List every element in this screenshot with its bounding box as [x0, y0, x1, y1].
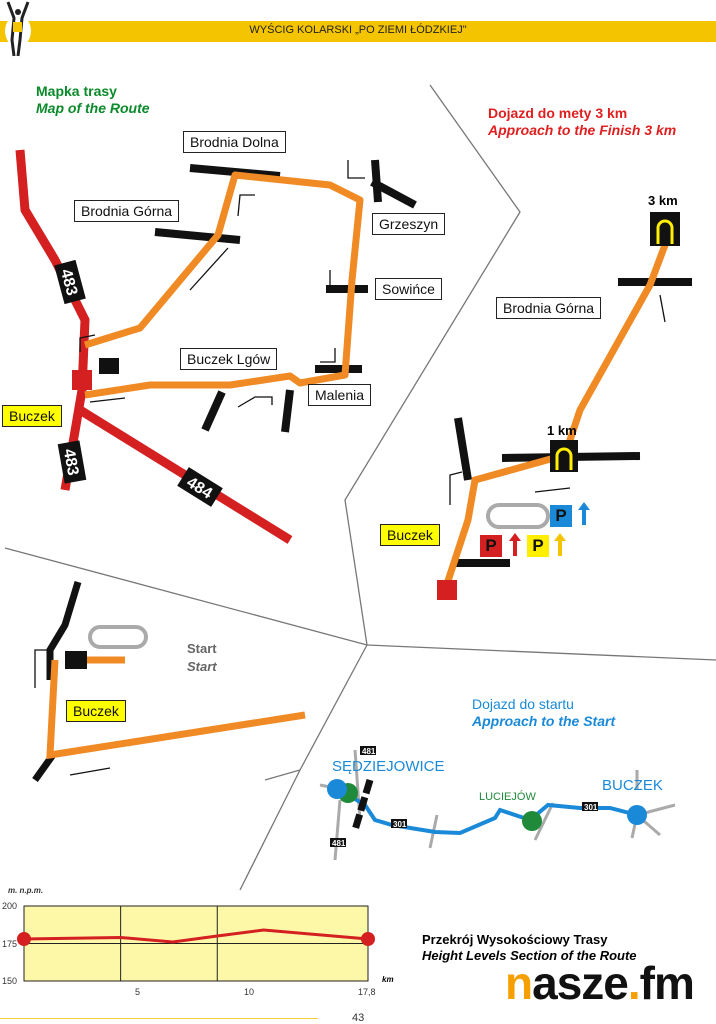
chart-xlabel: km — [382, 975, 394, 984]
place-sowince: Sowińce — [375, 278, 442, 300]
elevation-line — [23, 928, 369, 944]
x-tick-17-8: 17,8 — [358, 987, 376, 997]
town-sedziejowice: SĘDZIEJOWICE — [332, 758, 445, 775]
road-481: 481 — [362, 747, 376, 756]
profile-title-pl: Przekrój Wysokościowy Trasy — [422, 932, 608, 947]
start-place-buczek: Buczek — [66, 700, 126, 722]
place-brodnia-dolna: Brodnia Dolna — [183, 131, 286, 153]
elevation-chart — [17, 905, 375, 982]
y-tick-200: 200 — [2, 901, 18, 911]
start-title-en: Start — [187, 659, 217, 674]
chart-ylabel: m. n.p.m. — [8, 886, 44, 895]
approach-title-pl: Dojazd do startu — [472, 696, 574, 712]
finish-title-en: Approach to the Finish 3 km — [488, 122, 677, 138]
nasze-fm-logo: nasze.fm — [505, 957, 695, 1009]
parking-red-icon: P — [480, 535, 502, 557]
marker-3km: 3 km — [648, 193, 678, 208]
section-dividers — [4, 84, 716, 891]
x-tick-10: 10 — [244, 987, 255, 997]
route-map-title-en: Map of the Route — [36, 100, 150, 116]
town-luciejow: LUCIEJÓW — [479, 791, 536, 803]
approach-map-drawing: 481 481 301 301 — [319, 746, 676, 861]
cyclist-logo-icon — [5, 1, 31, 57]
finish-map-drawing — [437, 212, 692, 600]
svg-text:301: 301 — [393, 820, 407, 829]
profile-title-en: Height Levels Section of the Route — [422, 948, 637, 963]
road-sign-483: 483 — [54, 259, 86, 305]
route-map-title-pl: Mapka trasy — [36, 83, 117, 99]
place-brodnia-gorna: Brodnia Górna — [74, 200, 180, 222]
y-tick-175: 175 — [2, 939, 18, 949]
road-sign-483b: 483 — [57, 440, 87, 484]
place-grzeszyn: Grzeszyn — [372, 213, 446, 235]
finish-place-buczek: Buczek — [380, 524, 440, 546]
x-tick-5: 5 — [135, 987, 141, 997]
start-map-drawing — [32, 580, 306, 783]
parking-yellow-icon: P — [527, 535, 549, 557]
svg-text:301: 301 — [584, 803, 598, 812]
road-483: 483 — [57, 267, 80, 297]
place-malenia: Malenia — [308, 384, 372, 406]
marker-1km: 1 km — [547, 423, 577, 438]
town-buczek: BUCZEK — [602, 777, 663, 794]
finish-title-pl: Dojazd do mety 3 km — [488, 105, 628, 121]
elevation-endpoint — [361, 932, 375, 946]
start-title-pl: Start — [187, 641, 217, 656]
y-tick-150: 150 — [2, 976, 18, 986]
svg-text:481: 481 — [332, 839, 346, 848]
finish-place-brodnia-gorna: Brodnia Górna — [496, 297, 602, 319]
header-title: WYŚCIG KOLARSKI „PO ZIEMI ŁÓDZKIEJ" — [249, 24, 467, 36]
elevation-endpoint — [17, 932, 31, 946]
place-buczek-lgow: Buczek Lgów — [180, 348, 278, 370]
parking-blue-icon: P — [550, 505, 572, 527]
footer-line — [0, 1018, 318, 1019]
page-number: 43 — [352, 1012, 365, 1024]
svg-text:483: 483 — [60, 448, 81, 477]
approach-title-en: Approach to the Start — [472, 713, 616, 729]
place-buczek: Buczek — [2, 405, 62, 427]
header-bar — [0, 21, 716, 42]
